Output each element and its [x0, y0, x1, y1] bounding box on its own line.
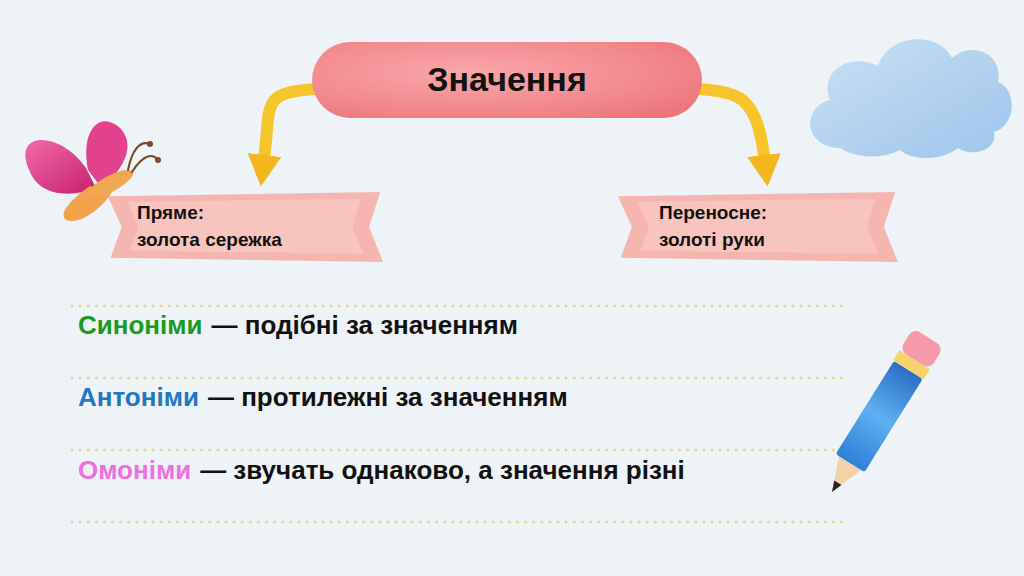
dotted-line — [72, 305, 842, 308]
term-definition: — протилежні за значенням — [208, 382, 568, 413]
meaning-ribbon: Переносне:золоті руки — [615, 192, 898, 262]
dotted-separators — [72, 306, 842, 522]
ribbon-highlight — [127, 199, 363, 254]
ribbon-highlight — [638, 199, 879, 254]
cloud-illustration — [810, 39, 1012, 158]
topic-pill: Значення — [312, 42, 702, 118]
ribbon-fill — [108, 192, 383, 262]
ribbon-example: золота сережка — [137, 227, 282, 254]
ribbon-shape — [105, 192, 383, 262]
dotted-line — [72, 449, 842, 452]
pencil-illustration — [817, 328, 944, 501]
term-word: Омоніми — [78, 455, 191, 486]
ribbon-shape — [615, 192, 898, 262]
curved-arrow — [700, 89, 765, 164]
ribbon-heading: Пряме: — [137, 200, 204, 227]
term-word: Антоніми — [78, 382, 199, 413]
ribbon-heading: Переносне: — [659, 200, 767, 227]
meaning-ribbon: Пряме:золота сережка — [105, 192, 383, 262]
term-word: Синоніми — [78, 310, 203, 341]
term-definition: — звучать однаково, а значення різні — [200, 455, 685, 486]
curved-arrow — [263, 89, 314, 164]
topic-title: Значення — [427, 56, 586, 104]
dotted-line — [72, 377, 842, 380]
butterfly-illustration — [25, 121, 161, 221]
ribbon-example: золоті руки — [659, 227, 765, 254]
dotted-line — [72, 521, 842, 524]
ribbon-fill — [618, 192, 898, 262]
term-definition: — подібні за значенням — [212, 310, 518, 341]
